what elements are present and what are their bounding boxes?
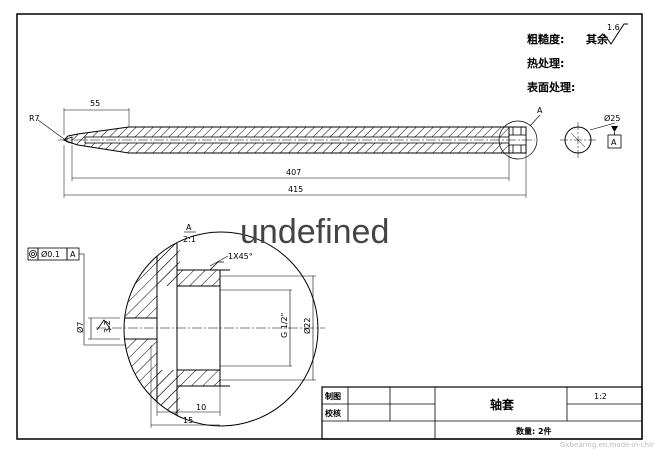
dim-total-length: 415	[288, 185, 303, 194]
chamfer-label: 1X45°	[228, 252, 253, 261]
detail-title-letter: A	[186, 223, 192, 232]
checked-by-label: 校核	[325, 408, 341, 418]
part-name: 轴套	[490, 397, 515, 412]
dim-depth: 10	[196, 403, 206, 412]
roughness-value: 1.6	[607, 23, 620, 32]
roughness-symbol-icon	[603, 23, 628, 45]
detail-marker: A	[537, 106, 543, 115]
datum-triangle-icon	[611, 126, 618, 132]
scale-value: 1:2	[594, 392, 607, 401]
heat-treatment-label: 热处理:	[527, 56, 564, 70]
dim-outer-diameter: Ø22	[302, 318, 312, 334]
datum-label: A	[611, 138, 617, 147]
roughness-rest: 其余	[586, 32, 609, 46]
dim-taper-length: 55	[90, 99, 100, 108]
drawn-by-label: 制图	[325, 391, 341, 401]
roughness-label: 粗糙度:	[527, 32, 564, 46]
dim-diameter: Ø25	[604, 113, 620, 123]
quantity-label: 数量: 2件	[516, 426, 552, 436]
thread-spec: G 1/2"	[280, 313, 289, 338]
dim-hole: Ø7	[75, 322, 85, 333]
overlay-text: undefined	[240, 213, 390, 251]
main-view: R7 55 407 415 A Ø25 A	[29, 99, 622, 198]
dim-length: 15	[183, 416, 193, 425]
surface-treatment-label: 表面处理:	[526, 80, 575, 94]
title-block	[321, 386, 643, 440]
tolerance-value: Ø0.1	[41, 249, 60, 259]
concentricity-icon	[29, 250, 37, 258]
notes-block: 粗糙度: 其余 1.6 热处理: 表面处理:	[526, 23, 628, 94]
dim-bore-length: 407	[286, 168, 301, 177]
tolerance-datum: A	[70, 250, 76, 259]
detail-view: A 2:1 Ø0.1 A	[27, 223, 325, 428]
roughness-mark-icon	[96, 319, 112, 331]
watermark: Gxbearing.en.made-in-china.com	[560, 441, 654, 449]
roughness-value-detail: 3.2	[103, 320, 112, 333]
detail-title-scale: 2:1	[183, 235, 196, 244]
dim-radius: R7	[29, 114, 40, 123]
